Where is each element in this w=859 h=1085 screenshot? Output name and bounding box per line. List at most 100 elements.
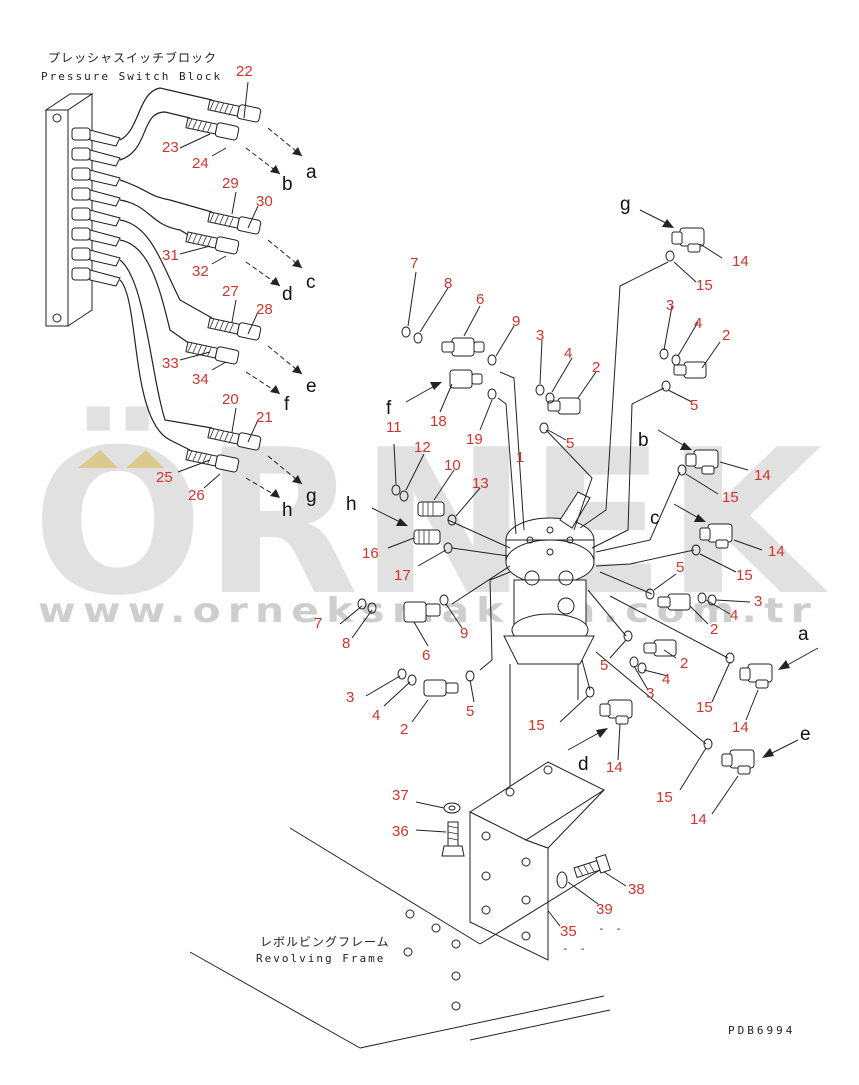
part-label: 19 (466, 431, 483, 448)
frame-label-english: Revolving Frame (256, 952, 385, 965)
part-label: 15 (656, 789, 673, 806)
connection-letter: a (306, 162, 317, 183)
connection-letter: a (798, 624, 809, 645)
part-label: 3 (754, 593, 762, 610)
part-label: 6 (476, 291, 484, 308)
part-label: 14 (754, 467, 771, 484)
part-label: 1 (516, 449, 524, 466)
part-label: 34 (192, 371, 209, 388)
title-english: Pressure Switch Block (41, 70, 222, 83)
part-label: 4 (564, 345, 572, 362)
connection-arrows (371, 209, 819, 758)
bracket (468, 761, 606, 961)
swivel-joint (503, 491, 595, 790)
connection-letter: f (284, 394, 290, 415)
part-label: 7 (314, 615, 322, 632)
part-label: 2 (592, 359, 600, 376)
part-label: 2 (400, 721, 408, 738)
part-label: 37 (392, 787, 409, 804)
connection-letter: f (386, 398, 392, 419)
watermark-accent-right (126, 450, 164, 468)
connection-letter: d (282, 284, 293, 305)
part-label: 30 (256, 193, 273, 210)
hose-ends (185, 99, 262, 473)
part-label: 15 (696, 699, 713, 716)
connection-letter: d (578, 754, 589, 775)
part-label: 14 (732, 719, 749, 736)
connection-letter: g (306, 486, 317, 507)
connection-letter: e (306, 376, 317, 397)
part-label: 16 (362, 545, 379, 562)
part-label: 2 (710, 621, 718, 638)
connection-letter: c (306, 272, 316, 293)
part-label: 12 (414, 439, 431, 456)
part-label: 15 (696, 277, 713, 294)
part-label: 33 (162, 355, 179, 372)
drawing-code: PDB6994 (728, 1024, 795, 1037)
adapters (403, 337, 707, 697)
part-label: 5 (676, 559, 684, 576)
part-label: 17 (394, 567, 411, 584)
part-label: 15 (722, 489, 739, 506)
part-label: 3 (666, 297, 674, 314)
connection-letter: h (282, 500, 293, 521)
part-label: 14 (768, 543, 785, 560)
part-label: 6 (422, 647, 430, 664)
part-label: 29 (222, 175, 239, 192)
watermark-accent-left (78, 450, 118, 468)
connection-letter: e (800, 724, 811, 745)
watermark: ÖRNEK www.orneksmakina.com.tr (32, 406, 829, 640)
part-label: 5 (466, 703, 474, 720)
title-japanese: プレッシャスイッチブロック (48, 50, 217, 65)
part-label: 10 (444, 457, 461, 474)
part-label: 4 (694, 315, 702, 332)
elbow-fittings (599, 227, 773, 775)
switch-hoses (119, 87, 213, 451)
connection-letter: g (620, 194, 631, 215)
part-label: 5 (600, 657, 608, 674)
part-label: 14 (732, 253, 749, 270)
part-label: 38 (628, 881, 645, 898)
part-label: 23 (162, 139, 179, 156)
part-label: 3 (646, 685, 654, 702)
revolving-frame (189, 827, 611, 1049)
part-label: 14 (690, 811, 707, 828)
part-labels: 22 23 24 29 30 31 32 27 28 33 34 20 21 2… (156, 63, 785, 940)
connection-letter: c (650, 508, 660, 529)
part-label: 4 (372, 707, 380, 724)
part-label: 5 (566, 435, 574, 452)
part-label: 4 (730, 607, 738, 624)
connection-letter: h (346, 494, 357, 515)
part-label: 5 (690, 397, 698, 414)
part-label: 9 (460, 625, 468, 642)
part-label: 4 (662, 671, 670, 688)
o-rings (357, 250, 735, 750)
part-label: 9 (512, 313, 520, 330)
part-label: 25 (156, 469, 173, 486)
part-label: 22 (236, 63, 253, 80)
part-label: 31 (162, 247, 179, 264)
part-label: 13 (472, 475, 489, 492)
part-label: 14 (606, 759, 623, 776)
part-label: 20 (222, 391, 239, 408)
connection-letters: a b c d e f g h g f h b c a d e (282, 162, 811, 775)
switch-fittings (71, 127, 121, 287)
connection-letter: b (638, 430, 649, 451)
part-label: 21 (256, 409, 273, 426)
connection-letter: b (282, 174, 293, 195)
bolts (441, 802, 611, 889)
part-label: 28 (256, 301, 273, 318)
part-label: 2 (722, 327, 730, 344)
part-label: 27 (222, 283, 239, 300)
frame-label-japanese: レボルビングフレーム (260, 935, 390, 949)
part-label: 11 (386, 419, 402, 436)
part-label: 24 (192, 155, 209, 172)
dash-marks: - - (562, 942, 588, 955)
part-label: 3 (346, 689, 354, 706)
hose-arrows (245, 127, 303, 499)
watermark-text: ÖRNEK (32, 406, 829, 640)
swivel-lines (447, 261, 729, 745)
part-label: 18 (430, 413, 447, 430)
leader-lines (177, 81, 763, 927)
